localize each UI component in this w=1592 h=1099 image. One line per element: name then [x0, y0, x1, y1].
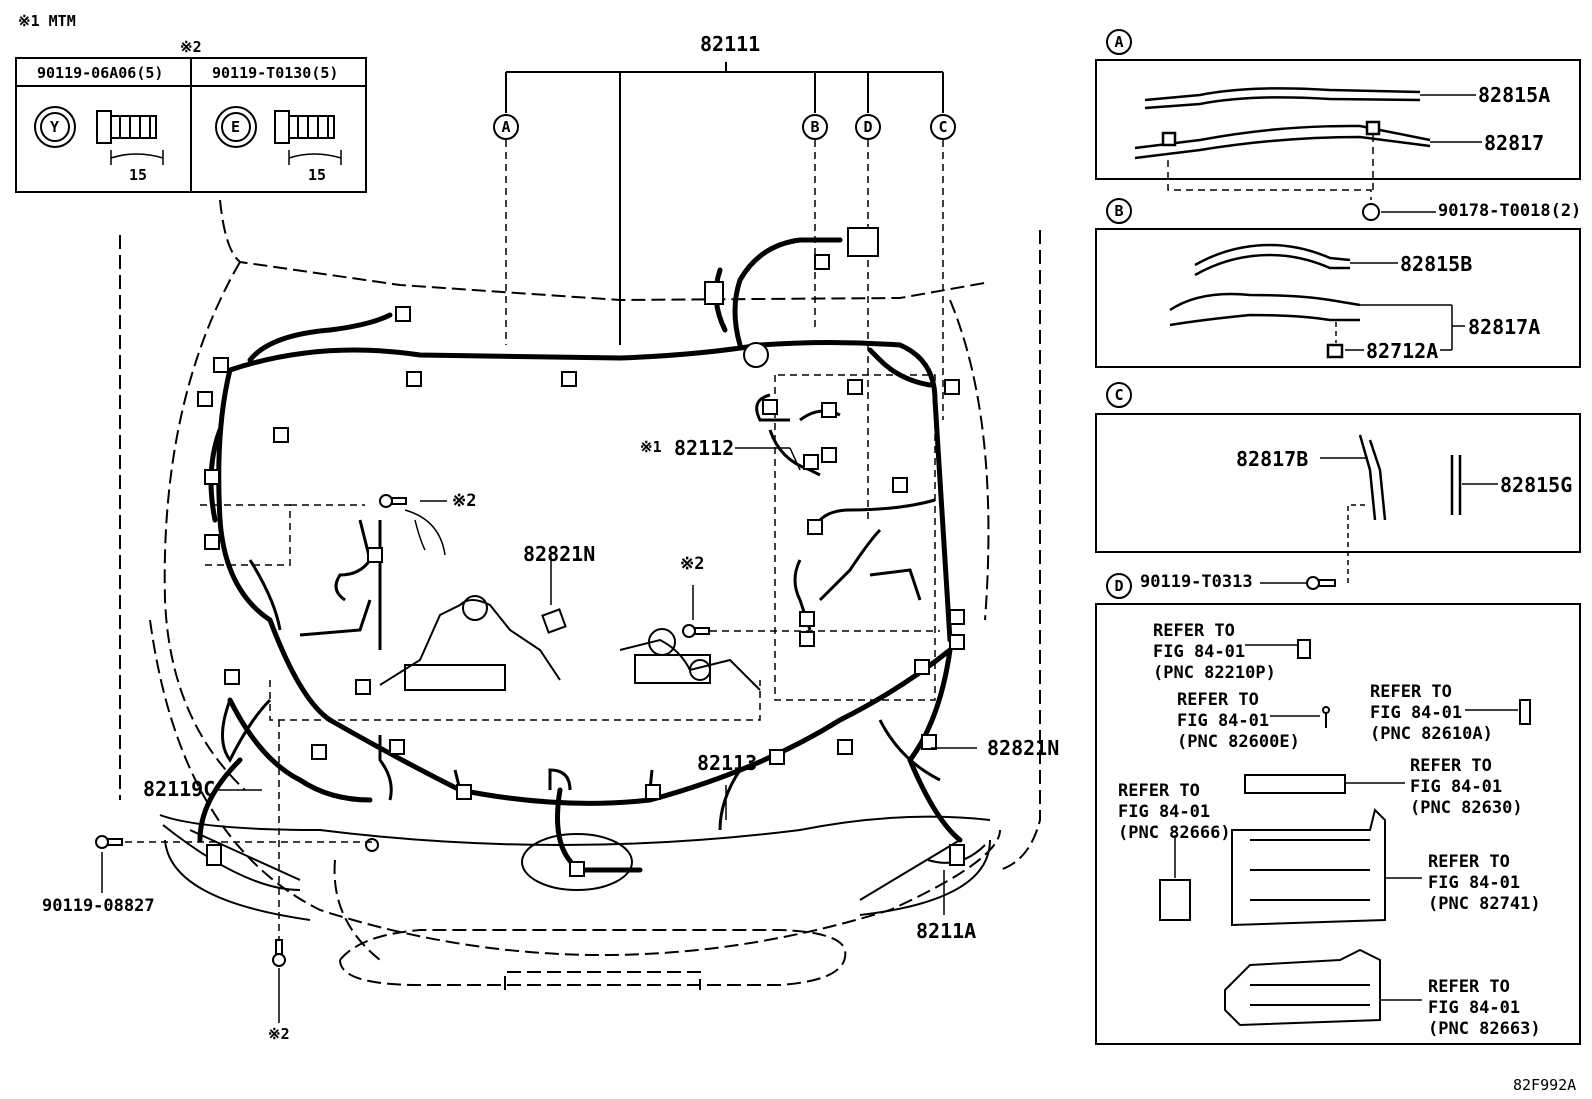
callout-c: C	[930, 114, 956, 140]
label-82119c: 82119C	[143, 777, 216, 801]
connectors	[197, 227, 965, 877]
bolt-table-note: ※2	[180, 38, 202, 56]
callout-b: B	[802, 114, 828, 140]
bolt-dim-2: 15	[308, 166, 327, 184]
label-90178-t0018: 90178-T0018(2)	[1438, 201, 1582, 221]
label-8211a: 8211A	[916, 919, 977, 943]
bolt-head-e-label: E	[231, 118, 241, 136]
label-82111: 82111	[700, 32, 761, 56]
callout-a: A	[493, 114, 519, 140]
bolt-dim-1: 15	[129, 166, 148, 184]
panel-c-callout: C	[1106, 382, 1132, 408]
panel-c	[1095, 413, 1581, 553]
ref-82666: REFER TO FIG 84-01 (PNC 82666)	[1118, 781, 1231, 843]
label-ref2-bottom: ※2	[268, 1025, 290, 1043]
body-bolts	[95, 494, 710, 967]
panel-a-parts	[1134, 87, 1431, 160]
bolt-part-1: 90119-06A06(5)	[37, 64, 164, 82]
panel-b-callout: B	[1106, 198, 1132, 224]
panels	[1095, 59, 1581, 1045]
label-90119-08827: 90119-08827	[42, 896, 155, 916]
label-82113: 82113	[697, 751, 758, 775]
bolt-head-y-label: Y	[50, 118, 60, 136]
panel-d-callout: D	[1106, 573, 1132, 599]
bolt-head-e-icon	[215, 106, 257, 148]
label-ref2-bolt-2: ※2	[680, 554, 705, 574]
bolt-part-2: 90119-T0130(5)	[212, 64, 339, 82]
label-82815g: 82815G	[1500, 473, 1573, 497]
engine-block	[379, 509, 761, 691]
mtm-note: ※1 MTM	[18, 12, 76, 30]
label-ref2-bolt: ※2	[452, 491, 477, 511]
vehicle-body-outline	[119, 199, 1041, 990]
label-82815b: 82815B	[1400, 252, 1473, 276]
panel-b	[1095, 228, 1581, 368]
panel-b-parts	[1169, 243, 1361, 359]
relay-block-icon	[541, 608, 567, 634]
bolt-side-icon	[96, 110, 157, 144]
label-82712a: 82712A	[1366, 339, 1439, 363]
label-90119-t0313: 90119-T0313	[1140, 572, 1253, 592]
label-82817: 82817	[1484, 131, 1545, 155]
ref-82600e: REFER TO FIG 84-01 (PNC 82600E)	[1177, 690, 1300, 752]
callout-d: D	[855, 114, 881, 140]
ref-82741: REFER TO FIG 84-01 (PNC 82741)	[1428, 852, 1541, 914]
bolt-head-y-icon	[34, 106, 76, 148]
ref-82210p: REFER TO FIG 84-01 (PNC 82210P)	[1153, 621, 1276, 683]
label-82821n: 82821N	[523, 542, 596, 566]
panel-d	[1095, 603, 1581, 1045]
label-82821n-2: 82821N	[987, 736, 1060, 760]
panel-a-callout: A	[1106, 29, 1132, 55]
panel-d-parts	[1159, 639, 1531, 1027]
label-82817a: 82817A	[1468, 315, 1541, 339]
bolt-side-icon-2	[274, 110, 335, 144]
figure-id: 82F992A	[1513, 1076, 1577, 1094]
label-engine-wire-mark: ※1	[640, 438, 662, 456]
panel-c-parts	[1358, 434, 1462, 521]
label-82112: 82112	[674, 436, 735, 460]
ref-82610a: REFER TO FIG 84-01 (PNC 82610A)	[1370, 682, 1493, 744]
label-82817b: 82817B	[1236, 447, 1309, 471]
label-82815a: 82815A	[1478, 83, 1551, 107]
ref-82630: REFER TO FIG 84-01 (PNC 82630)	[1410, 756, 1523, 818]
panel-a	[1095, 59, 1581, 180]
ref-82663: REFER TO FIG 84-01 (PNC 82663)	[1428, 977, 1541, 1039]
